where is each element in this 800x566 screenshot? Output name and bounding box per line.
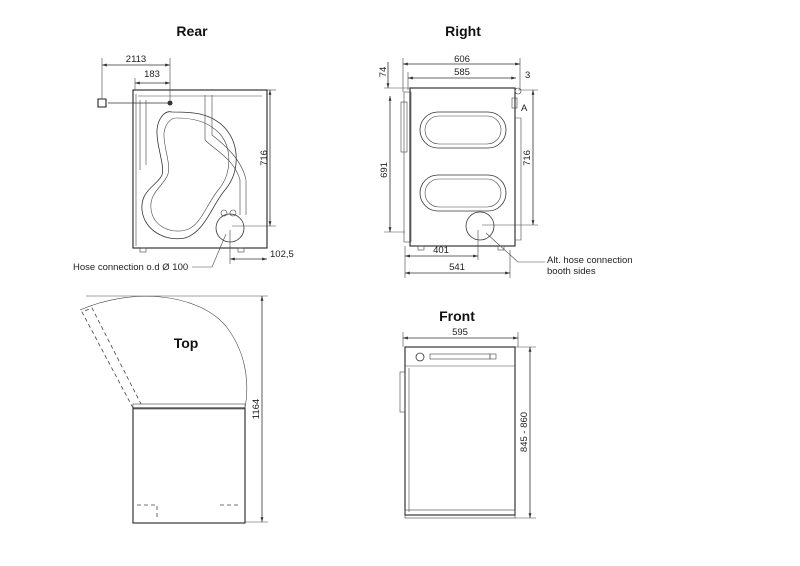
top-view: Top 1164 [79, 295, 268, 524]
rear-body [132, 89, 268, 249]
dim-716-rear: 716 [259, 150, 270, 166]
right-oval-top [419, 111, 507, 149]
top-title: Top [174, 335, 199, 351]
dim-716-right: 716 [522, 150, 533, 166]
dim-585: 585 [454, 67, 470, 78]
dim-401: 401 [433, 245, 449, 256]
dim-606: 606 [454, 54, 470, 65]
dim-1164: 1164 [251, 399, 262, 419]
dim-541: 541 [449, 262, 465, 273]
right-view: Right A 606 585 3 74 691 716 401 541 [378, 23, 633, 278]
rear-hose-label: Hose connection o.d Ø 100 [73, 262, 188, 273]
open-lid-outline [81, 307, 142, 409]
power-plug-icon [97, 98, 107, 108]
dim-183: 183 [144, 69, 160, 80]
rear-duct-outer [141, 111, 237, 240]
dim-3: 3 [525, 70, 530, 81]
rear-view: Rear 2113 183 716 102,5 Hose connection … [73, 23, 294, 273]
rear-title: Rear [176, 23, 208, 39]
lid-swing-arc [79, 296, 248, 409]
right-hose-label-1: Alt. hose connection [547, 255, 633, 266]
dim-2113: 2113 [126, 54, 146, 65]
dim-845-860: 845 - 860 [519, 412, 530, 452]
right-title: Right [445, 23, 481, 39]
front-body [404, 346, 516, 516]
right-hose-label-2: booth sides [547, 266, 596, 277]
front-view: Front 595 845 - 860 [399, 308, 536, 519]
right-hose-outlet [465, 211, 495, 241]
program-knob-icon [415, 352, 425, 362]
top-body [132, 407, 246, 524]
dim-595: 595 [452, 327, 468, 338]
marker-a: A [521, 103, 528, 114]
dim-102-5: 102,5 [270, 249, 294, 260]
dim-691: 691 [379, 162, 390, 178]
front-title: Front [439, 308, 475, 324]
right-oval-bottom [419, 174, 507, 212]
dim-74: 74 [378, 67, 389, 78]
